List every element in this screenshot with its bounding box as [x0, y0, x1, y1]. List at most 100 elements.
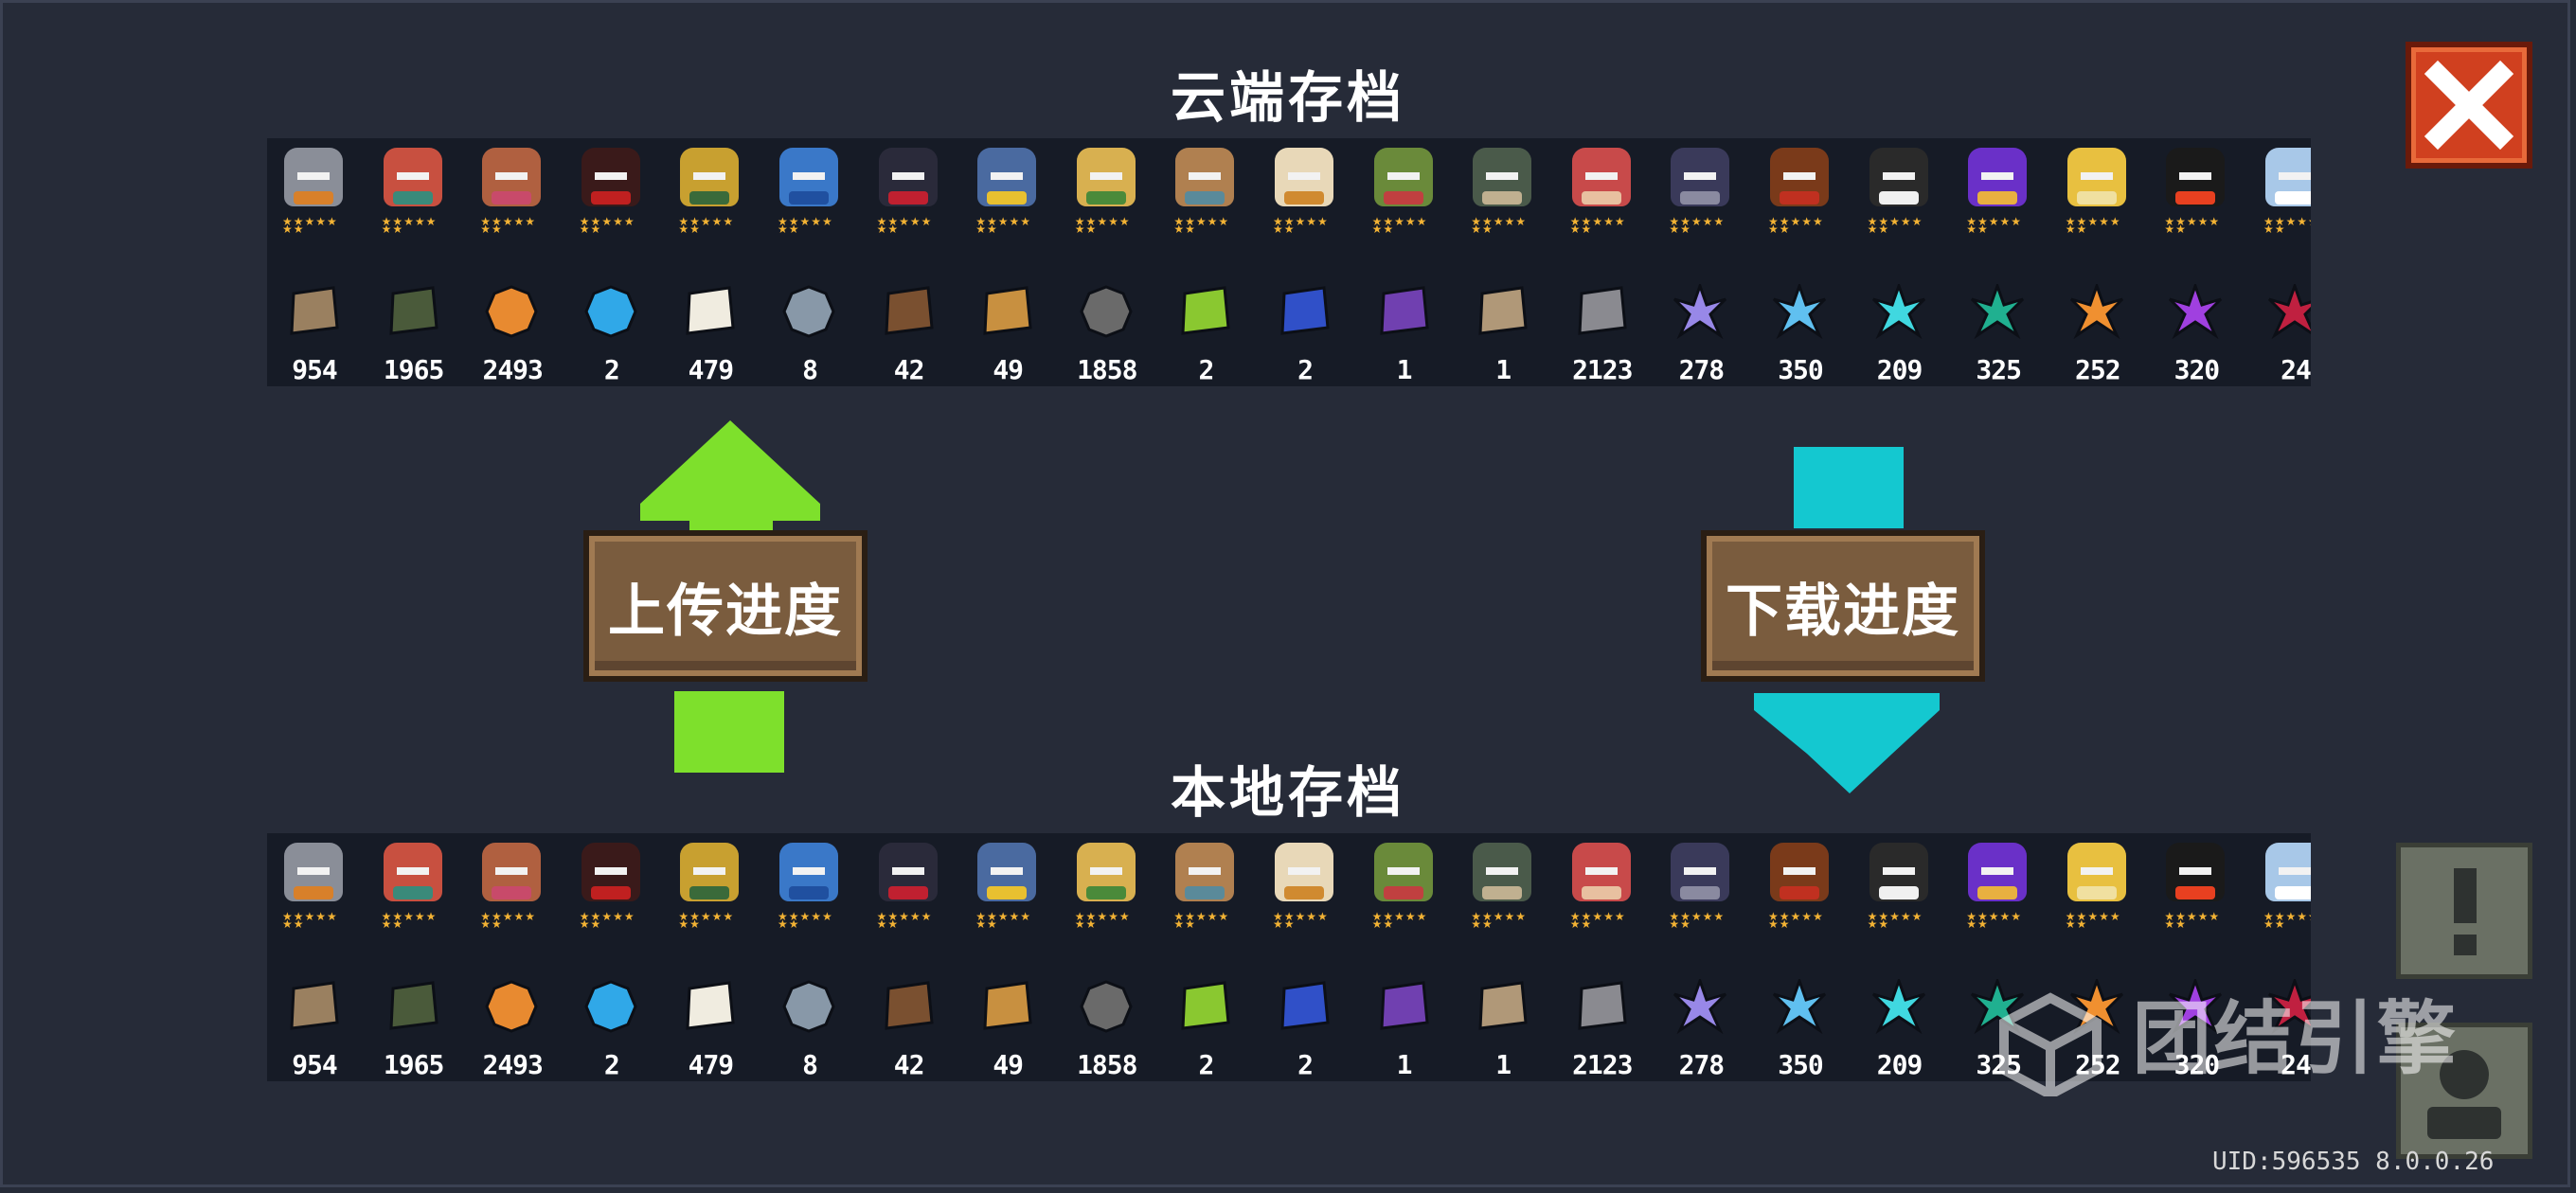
material-slot: 1: [1357, 276, 1452, 385]
hero-outfit: [2175, 191, 2216, 205]
hero-face: [2279, 867, 2311, 875]
account-button[interactable]: [2396, 1023, 2532, 1159]
upload-progress-button[interactable]: 上传进度: [583, 530, 868, 682]
close-icon: [2424, 60, 2514, 151]
officer-icon: [1770, 843, 1829, 901]
hero-outfit: [789, 886, 829, 899]
material-slot: 1965: [367, 276, 461, 385]
hero-skin-stars: ★★★★★★★: [480, 215, 536, 236]
hero-face: [2179, 867, 2212, 875]
material-slot: 479: [663, 276, 758, 385]
hero-outfit: [1581, 191, 1621, 205]
hero-skin-stars: ★★★★★★★: [2164, 910, 2221, 931]
hero-skin-stars: ★★★★★★★: [480, 910, 536, 931]
hero-face: [891, 867, 924, 875]
hero-outfit: [1284, 191, 1324, 205]
hero-face: [991, 867, 1024, 875]
hero-skin-stars: ★★★★★★★: [876, 910, 933, 931]
engineer-icon: [680, 843, 740, 901]
hero-face: [1783, 172, 1816, 180]
battery-icon: [389, 286, 438, 335]
hero-face: [1882, 867, 1915, 875]
elf-icon: [1076, 843, 1136, 901]
hero-skin-stars: ★★★★★★★: [1371, 215, 1428, 236]
iron-ore-icon: [1578, 286, 1627, 335]
paladin-icon: [977, 148, 1037, 206]
hero-slot: ★★★★★★★: [1951, 138, 2046, 242]
cloud-hero-row: ★★★★★★★ ★★★★★★★ ★★★★★★★ ★★★★★★★ ★★★★★★★ ★★★★★…: [267, 138, 2311, 242]
material-slot: 2: [1258, 276, 1352, 385]
berserker-icon: [1571, 148, 1631, 206]
hero-skin-stars: ★★★★★★★: [1867, 215, 1923, 236]
iron-ore-icon: [1578, 981, 1627, 1030]
hero-skin-stars: ★★★★★★★: [1173, 215, 1230, 236]
hero-slot: ★★★★★★★: [2149, 138, 2244, 242]
local-hero-row: ★★★★★★★ ★★★★★★★ ★★★★★★★ ★★★★★★★ ★★★★★★★ ★★★★★…: [267, 833, 2311, 937]
hero-face: [2179, 172, 2212, 180]
hero-slot: ★★★★★★★: [465, 833, 560, 937]
hero-outfit: [1878, 886, 1919, 899]
hero-skin-stars: ★★★★★★★: [2065, 910, 2121, 931]
material-slot: 278: [1654, 971, 1748, 1080]
hero-outfit: [2275, 886, 2311, 899]
material-slot: 42: [862, 276, 957, 385]
hero-skin-stars: ★★★★★★★: [1273, 910, 1329, 931]
hero-face: [1981, 867, 2014, 875]
material-count: 350: [1778, 354, 1824, 385]
cyan-crystal-icon: [1871, 979, 1925, 1034]
flame-demon-icon: [2166, 148, 2226, 206]
hero-skin-stars: ★★★★★★★: [282, 910, 338, 931]
material-slot: 8: [762, 971, 857, 1080]
material-count: 954: [292, 1049, 338, 1080]
gear-icon: [1080, 980, 1133, 1033]
hero-outfit: [492, 886, 532, 899]
hero-face: [793, 867, 825, 875]
material-count: 2123: [1572, 1049, 1633, 1080]
robot-icon: [779, 148, 838, 206]
hero-slot: ★★★★★★★: [465, 138, 560, 242]
hero-slot: ★★★★★★★: [1456, 833, 1550, 937]
download-progress-button[interactable]: 下载进度: [1701, 530, 1985, 682]
priest-icon: [1275, 843, 1333, 901]
notice-button[interactable]: [2396, 843, 2532, 979]
hero-skin-stars: ★★★★★★★: [975, 215, 1031, 236]
leather-icon: [290, 981, 339, 1030]
close-button[interactable]: [2406, 42, 2532, 169]
druid-icon: [1373, 148, 1433, 206]
material-count: 42: [893, 354, 925, 385]
hero-outfit: [294, 191, 333, 205]
hammer-icon: [885, 286, 934, 335]
hero-outfit: [987, 191, 1028, 205]
hero-skin-stars: ★★★★★★★: [2065, 215, 2121, 236]
engineer-icon: [680, 148, 740, 206]
hero-skin-stars: ★★★★★★★: [1768, 215, 1824, 236]
material-slot: 2123: [1555, 971, 1650, 1080]
magenta-crystal-icon: [2169, 979, 2223, 1034]
hero-face: [1981, 172, 2014, 180]
sack-icon: [1478, 286, 1528, 335]
hero-skin-stars: ★★★★★★★: [1569, 910, 1626, 931]
material-count: 49: [993, 1049, 1024, 1080]
hero-outfit: [590, 886, 631, 899]
hero-slot: ★★★★★★★: [1258, 138, 1352, 242]
red-crystal-icon: [2267, 284, 2311, 339]
elf-icon: [1076, 148, 1136, 206]
material-slot: 350: [1753, 971, 1848, 1080]
cloud-save-title: 云端存档: [1170, 65, 1405, 130]
local-save-panel: ★★★★★★★ ★★★★★★★ ★★★★★★★ ★★★★★★★ ★★★★★★★ ★★★★★…: [267, 833, 2311, 1081]
material-slot: 2493: [465, 276, 560, 385]
hero-skin-stars: ★★★★★★★: [1669, 215, 1726, 236]
hero-outfit: [392, 191, 433, 205]
hero-skin-stars: ★★★★★★★: [1074, 215, 1131, 236]
hero-face: [2080, 172, 2113, 180]
hero-outfit: [1185, 886, 1225, 899]
material-slot: 1: [1456, 971, 1550, 1080]
hero-face: [495, 867, 528, 875]
hero-face: [1288, 867, 1320, 875]
hero-outfit: [1383, 191, 1423, 205]
ore-icon: [485, 285, 538, 338]
material-count: 24: [2281, 1049, 2311, 1080]
vampire-icon: [878, 843, 938, 901]
